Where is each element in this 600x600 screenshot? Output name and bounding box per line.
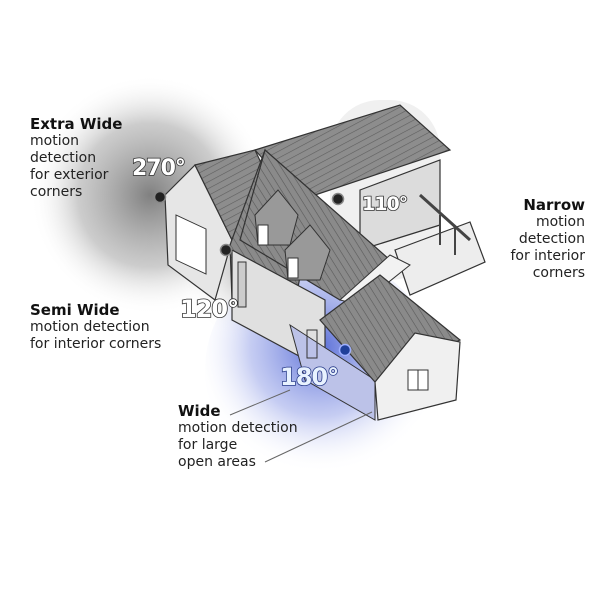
sensor-extra-wide [153, 190, 167, 204]
wide-label: Wide motion detection for large open are… [178, 403, 298, 471]
semi-wide-line: for interior corners [30, 336, 162, 352]
angle-110: 110° [361, 192, 409, 216]
narrow-line: detection [518, 231, 585, 247]
extra-wide-line: corners [30, 184, 83, 200]
wide-line: for large [178, 437, 238, 453]
narrow-label: Narrow motion detection for interior cor… [510, 197, 585, 282]
semi-wide-line: motion detection [30, 319, 150, 335]
narrow-line: for interior [510, 248, 585, 264]
extra-wide-line: motion [30, 133, 80, 149]
extra-wide-title: Extra Wide [30, 115, 123, 133]
extra-wide-label: Extra Wide motion detection for exterior… [30, 116, 122, 201]
semi-wide-title: Semi Wide [30, 301, 120, 319]
narrow-line: corners [532, 265, 585, 281]
narrow-line: motion [535, 214, 585, 230]
angle-120: 120° [179, 294, 240, 324]
sensor-wide [338, 343, 352, 357]
narrow-title: Narrow [523, 196, 585, 214]
wide-line: open areas [178, 454, 256, 470]
angle-180: 180° [279, 362, 340, 392]
sensor-narrow [331, 192, 345, 206]
angle-270: 270° [131, 155, 187, 182]
sensor-semi-wide [219, 243, 233, 257]
extra-wide-line: detection [30, 150, 97, 166]
wide-title: Wide [178, 402, 221, 420]
semi-wide-label: Semi Wide motion detection for interior … [30, 302, 161, 353]
extra-wide-line: for exterior [30, 167, 109, 183]
wide-line: motion detection [178, 420, 298, 436]
